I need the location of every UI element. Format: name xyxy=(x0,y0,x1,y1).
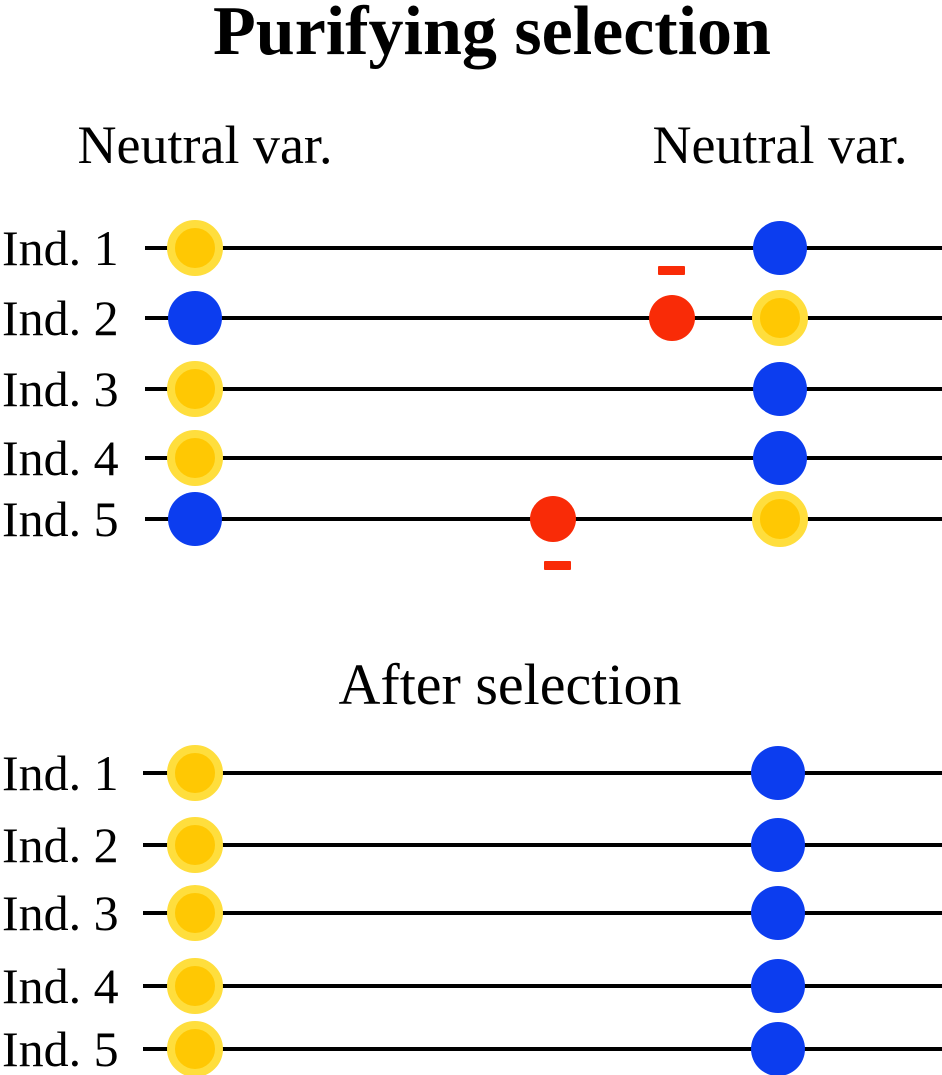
neutral-var-label: Neutral var. xyxy=(77,115,333,175)
neutral-blue-variant-marker xyxy=(751,746,805,800)
genome-line xyxy=(143,771,942,775)
individual-label: Ind. 1 xyxy=(2,745,119,801)
neutral-blue-variant-marker xyxy=(753,431,807,485)
neutral-blue-variant-marker xyxy=(751,886,805,940)
neutral-blue-variant-marker xyxy=(753,362,807,416)
neutral-blue-variant-marker xyxy=(751,818,805,872)
genome-line xyxy=(145,246,942,250)
deleterious-variant-marker xyxy=(530,496,576,542)
panel-title-after-selection: After selection xyxy=(338,652,682,717)
genome-line xyxy=(143,843,942,847)
genome-line xyxy=(145,387,942,391)
neutral-yellow-variant-marker xyxy=(167,958,223,1014)
neutral-yellow-variant-marker xyxy=(167,1021,223,1075)
neutral-yellow-variant-marker xyxy=(167,361,223,417)
genome-line xyxy=(145,316,942,320)
neutral-var-label: Neutral var. xyxy=(652,115,908,175)
individual-label: Ind. 4 xyxy=(2,430,119,486)
genome-line xyxy=(145,456,942,460)
neutral-yellow-variant-marker xyxy=(167,817,223,873)
neutral-blue-variant-marker xyxy=(751,959,805,1013)
panel-title-purifying-selection: Purifying selection xyxy=(213,0,771,70)
neutral-blue-variant-marker xyxy=(753,221,807,275)
individual-label: Ind. 4 xyxy=(2,958,119,1014)
individual-label: Ind. 3 xyxy=(2,885,119,941)
individual-label: Ind. 5 xyxy=(2,1021,119,1075)
neutral-blue-variant-marker xyxy=(168,291,222,345)
individual-label: Ind. 2 xyxy=(2,817,119,873)
neutral-yellow-variant-marker xyxy=(167,430,223,486)
neutral-yellow-variant-marker xyxy=(752,290,808,346)
genome-line xyxy=(143,1047,942,1051)
individual-label: Ind. 3 xyxy=(2,361,119,417)
genome-line xyxy=(143,911,942,915)
deleterious-variant-marker xyxy=(649,295,695,341)
genome-line xyxy=(143,984,942,988)
individual-label: Ind. 5 xyxy=(2,491,119,547)
neutral-yellow-variant-marker xyxy=(167,220,223,276)
individual-label: Ind. 2 xyxy=(2,290,119,346)
neutral-yellow-variant-marker xyxy=(167,885,223,941)
individual-label: Ind. 1 xyxy=(2,220,119,276)
neutral-yellow-variant-marker xyxy=(167,745,223,801)
neutral-yellow-variant-marker xyxy=(752,491,808,547)
minus-icon xyxy=(544,561,571,570)
minus-icon xyxy=(658,266,685,275)
neutral-blue-variant-marker xyxy=(168,492,222,546)
neutral-blue-variant-marker xyxy=(751,1022,805,1075)
